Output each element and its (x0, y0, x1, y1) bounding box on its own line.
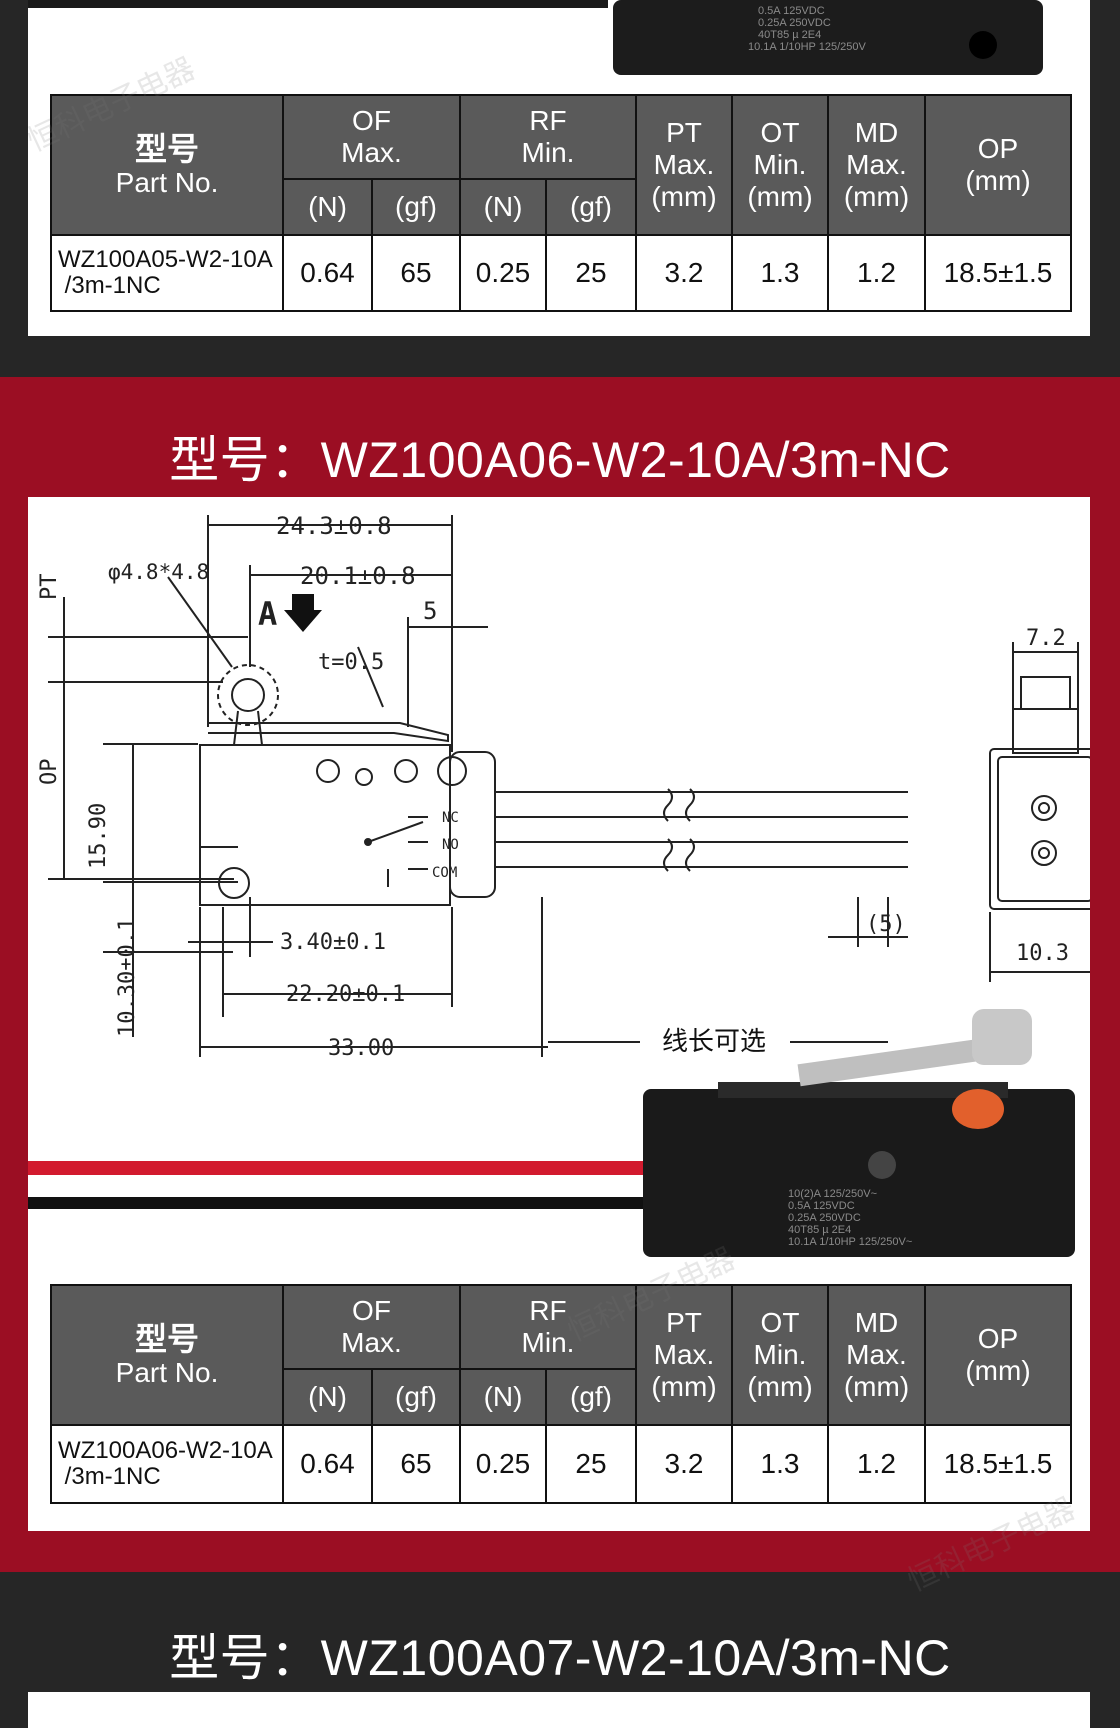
dim-3-40: 3.40±0.1 (280, 930, 386, 955)
of-unit-gf: (gf) (371, 178, 461, 236)
technical-drawing: 24.3±0.8 20.1±0.8 5 φ4.8*4.8 A t=0.5 PT … (28, 512, 1090, 1257)
dim-10-3: 10.3 (1016, 941, 1069, 966)
pt-cell: 3.2 (635, 234, 733, 312)
pt-cell: 3.2 (635, 1424, 733, 1504)
product-label-b-4: 10.1A 1/10HP 125/250V~ (788, 1236, 912, 1248)
section-b-title: 型号：WZ100A06-W2-10A/3m-NC (169, 432, 951, 488)
op-cell: 18.5±1.5 (924, 1424, 1072, 1504)
table-row: WZ100A06-W2-10A /3m-1NC 0.64 65 0.25 25 … (50, 1424, 1072, 1504)
op-label: OP (37, 759, 62, 786)
op-header: OP(mm) (924, 1284, 1072, 1426)
dim-5-wire: (5) (866, 912, 906, 937)
product-label-b-1: 0.5A 125VDC (788, 1200, 855, 1212)
part-no-cell: WZ100A06-W2-10A /3m-1NC (50, 1424, 284, 1504)
rf-gf-cell: 25 (545, 1424, 637, 1504)
dim-5: 5 (423, 597, 437, 625)
arrow-label: A (258, 595, 277, 633)
dim-33: 33.00 (328, 1036, 394, 1061)
rf-unit-n: (N) (459, 178, 547, 236)
product-label-a-1: 0.25A 250VDC (758, 17, 831, 29)
section-c-panel (28, 1692, 1090, 1728)
of-gf-cell: 65 (371, 234, 461, 312)
no-label: NO (442, 837, 459, 853)
part-no-cell: WZ100A05-W2-10A /3m-1NC (50, 234, 284, 312)
product-label-b-3: 40T85 µ 2E4 (788, 1224, 851, 1236)
com-label: COM (432, 865, 457, 881)
rf-unit-n: (N) (459, 1368, 547, 1426)
nc-label: NC (442, 810, 459, 826)
dim-24-3: 24.3±0.8 (276, 512, 392, 540)
thickness-label: t=0.5 (318, 650, 384, 675)
of-unit-n: (N) (282, 1368, 373, 1426)
of-unit-n: (N) (282, 178, 373, 236)
ot-cell: 1.3 (731, 234, 829, 312)
table-row: WZ100A05-W2-10A /3m-1NC 0.64 65 0.25 25 … (50, 234, 1072, 312)
rf-unit-gf: (gf) (545, 178, 637, 236)
dim-22-20: 22.20±0.1 (286, 982, 405, 1007)
dim-15-90: 15.90 (86, 803, 111, 869)
section-c-title: 型号：WZ100A07-W2-10A/3m-NC (169, 1630, 951, 1686)
product-label-a-0: 0.5A 125VDC (758, 5, 825, 17)
md-cell: 1.2 (827, 234, 926, 312)
product-label-b-2: 0.25A 250VDC (788, 1212, 861, 1224)
product-photo-a: 0.5A 125VDC 0.25A 250VDC 40T85 µ 2E4 10.… (28, 0, 1043, 75)
rf-gf-cell: 25 (545, 234, 637, 312)
dim-20-1: 20.1±0.8 (300, 562, 416, 590)
op-header: OP(mm) (924, 94, 1072, 236)
rf-unit-gf: (gf) (545, 1368, 637, 1426)
rf-n-cell: 0.25 (459, 234, 547, 312)
pt-label: PT (37, 574, 62, 601)
of-gf-cell: 65 (371, 1424, 461, 1504)
roller-size: φ4.8*4.8 (108, 560, 209, 584)
op-cell: 18.5±1.5 (924, 234, 1072, 312)
ot-cell: 1.3 (731, 1424, 829, 1504)
of-n-cell: 0.64 (282, 234, 373, 312)
of-unit-gf: (gf) (371, 1368, 461, 1426)
md-cell: 1.2 (827, 1424, 926, 1504)
product-label-a-2: 40T85 µ 2E4 (758, 29, 821, 41)
of-n-cell: 0.64 (282, 1424, 373, 1504)
dim-10-30: 10.30±0.1 (115, 918, 140, 1037)
product-label-b-0: 10(2)A 125/250V~ (788, 1188, 877, 1200)
dim-7-2: 7.2 (1026, 626, 1066, 651)
wire-length-note: 线长可选 (662, 1027, 766, 1057)
product-label-a-3: 10.1A 1/10HP 125/250V (748, 41, 867, 53)
rf-n-cell: 0.25 (459, 1424, 547, 1504)
